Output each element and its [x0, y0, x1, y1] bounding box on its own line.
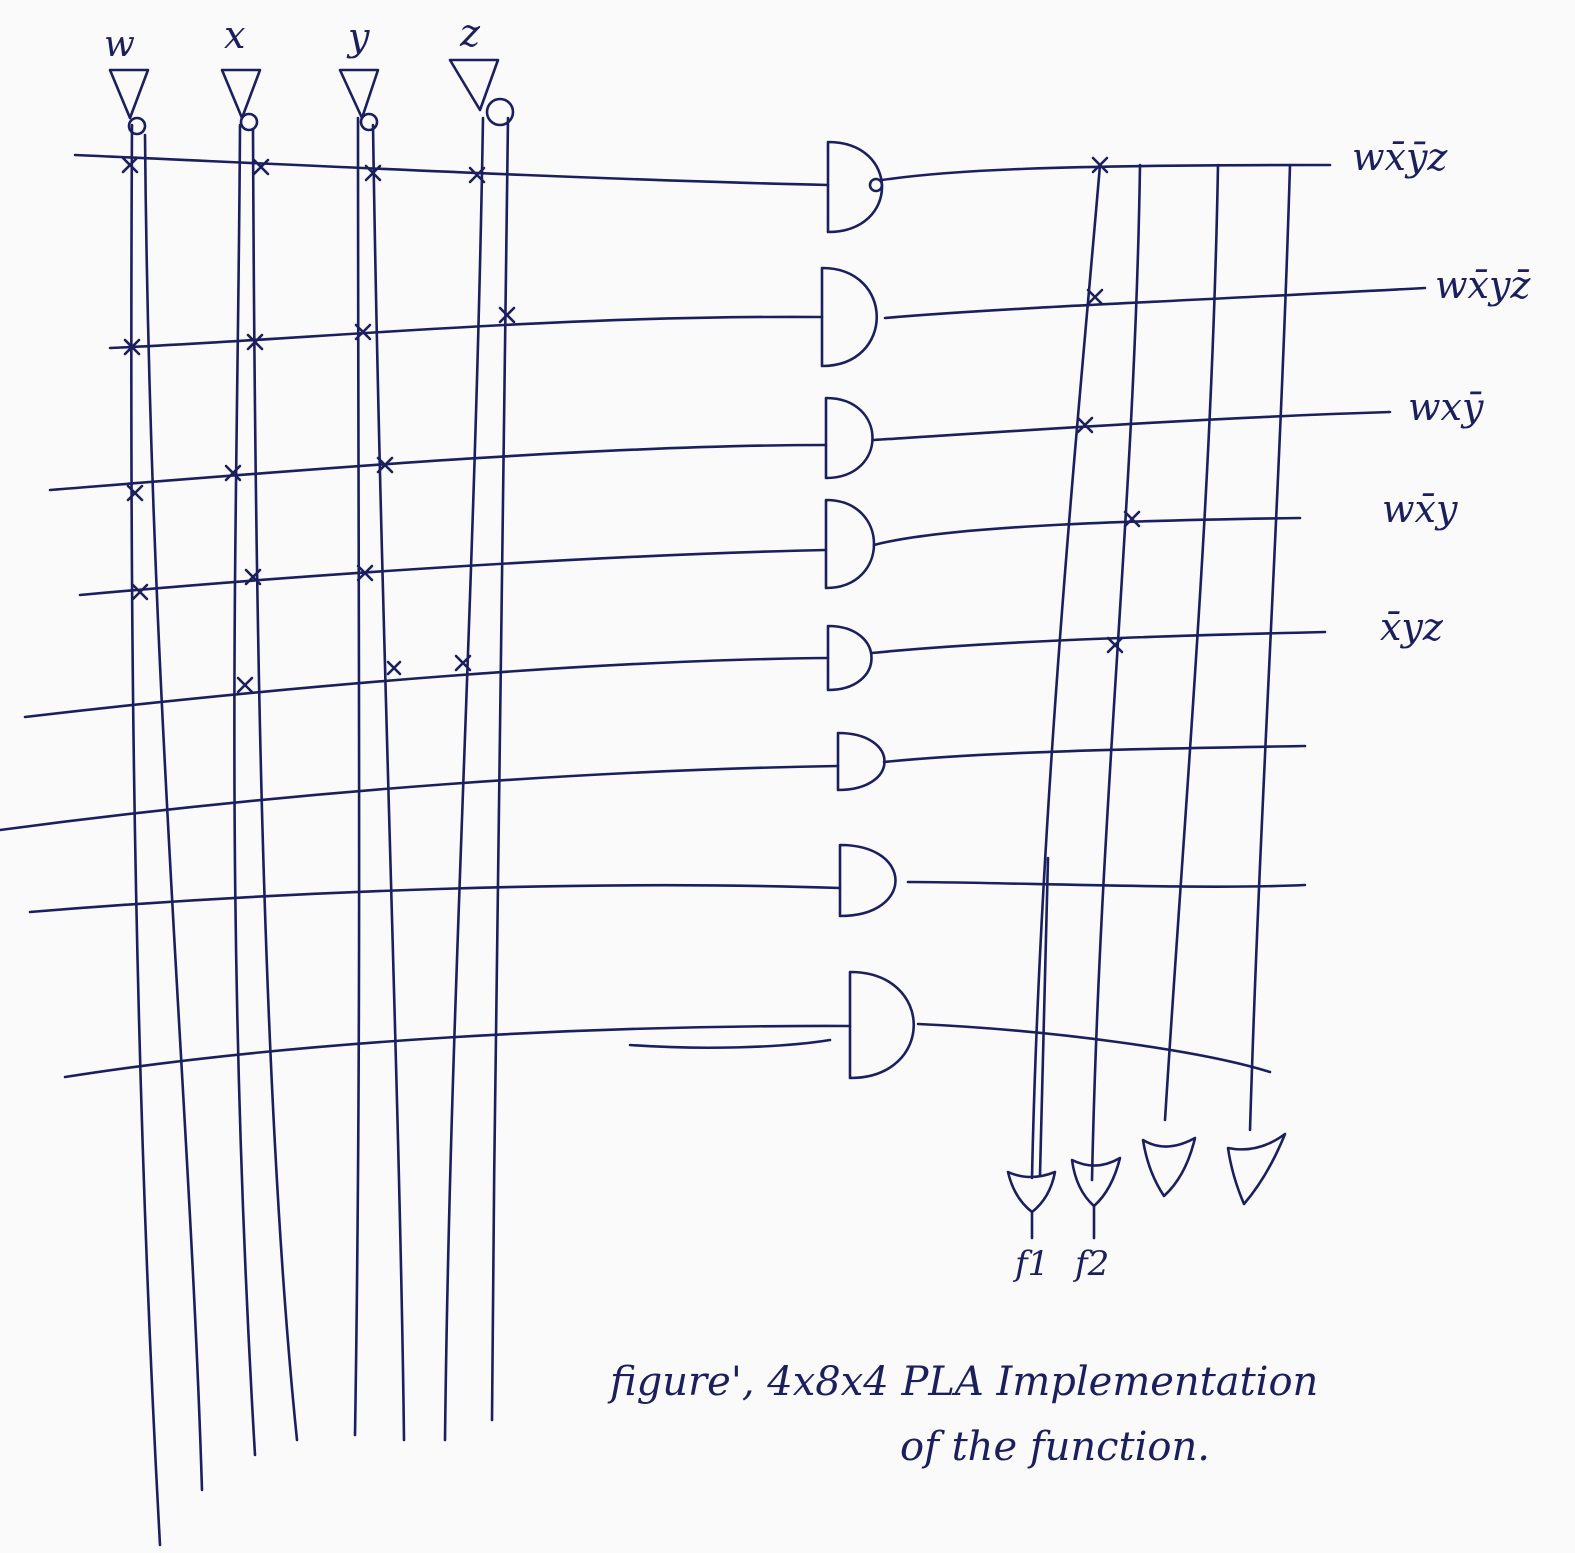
input-label-z: z: [459, 11, 481, 55]
and-gate-6: [836, 731, 886, 792]
product-term-label-2: wx̄yz̄: [1435, 263, 1531, 307]
product-term-label-1: wx̄ȳz: [1352, 135, 1448, 179]
output-label-f1: f1: [1012, 1244, 1049, 1284]
and-gate-7: [838, 843, 897, 918]
connection-marks: [121, 156, 1141, 694]
input-label-x: x: [224, 13, 245, 57]
product-lines: [0, 153, 852, 1079]
caption-line-2: of the function.: [900, 1424, 1210, 1470]
product-term-label-5: x̄yz: [1380, 605, 1444, 649]
input-lines: [129, 116, 510, 1547]
and-gate-2: [820, 266, 879, 368]
and-gate-8: [848, 970, 915, 1080]
or-gate-1: [1006, 1170, 1057, 1214]
product-term-label-4: wx̄y: [1382, 487, 1458, 531]
product-term-label-3: wxȳ: [1408, 385, 1484, 429]
and-gate-5: [826, 624, 873, 692]
input-buffer-w: [108, 68, 150, 136]
and-gate-3: [824, 396, 874, 480]
and-gate-4: [824, 498, 876, 590]
and-gates: [820, 140, 915, 1080]
or-gate-4: [1226, 1132, 1287, 1206]
output-label-f2: f2: [1072, 1244, 1109, 1284]
input-buffer-y: [338, 68, 380, 132]
or-gate-3: [1141, 1136, 1197, 1198]
caption-line-1: figure', 4x8x4 PLA Implementation: [607, 1359, 1318, 1405]
or-gates: [1006, 1132, 1287, 1240]
input-label-y: y: [346, 15, 370, 59]
input-buffer-x: [220, 68, 262, 132]
input-buffer-z: [448, 58, 515, 127]
input-label-w: w: [104, 24, 135, 65]
and-gate-1: [826, 140, 884, 234]
or-gate-2: [1070, 1156, 1122, 1208]
and-output-lines: [870, 163, 1427, 1074]
or-lines: [1030, 163, 1292, 1182]
